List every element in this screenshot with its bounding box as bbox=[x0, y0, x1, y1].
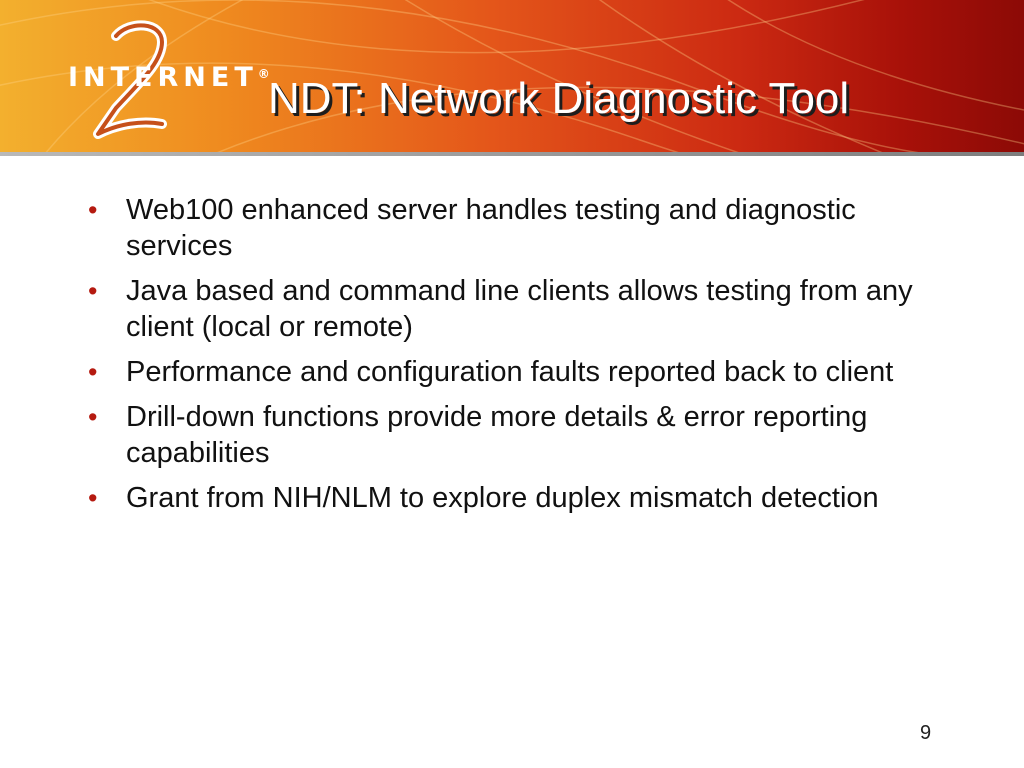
bullet-text: Performance and configuration faults rep… bbox=[126, 356, 894, 388]
bullet-list: • Web100 enhanced server handles testing… bbox=[84, 192, 944, 525]
bullet-item: • Grant from NIH/NLM to explore duplex m… bbox=[84, 480, 944, 516]
bullet-text: Drill-down functions provide more detail… bbox=[126, 401, 868, 469]
bullet-icon: • bbox=[88, 276, 98, 306]
slide-header-banner: INTERNET® NDT: Network Diagnostic Tool bbox=[0, 0, 1024, 152]
slide-title: NDT: Network Diagnostic Tool bbox=[268, 74, 850, 123]
bullet-icon: • bbox=[88, 357, 98, 387]
bullet-icon: • bbox=[88, 195, 98, 225]
page-number: 9 bbox=[920, 722, 932, 744]
bullet-item: • Java based and command line clients al… bbox=[84, 273, 944, 345]
bullet-text: Grant from NIH/NLM to explore duplex mis… bbox=[126, 482, 879, 514]
bullet-text: Java based and command line clients allo… bbox=[126, 275, 913, 343]
logo-registered-mark: ® bbox=[257, 67, 270, 81]
internet2-logo: INTERNET® bbox=[58, 20, 270, 148]
header-arc-pattern bbox=[0, 0, 1024, 152]
bullet-text: Web100 enhanced server handles testing a… bbox=[126, 194, 856, 262]
logo-text: INTERNET bbox=[68, 62, 258, 93]
bullet-item: • Web100 enhanced server handles testing… bbox=[84, 192, 944, 264]
bullet-item: • Performance and configuration faults r… bbox=[84, 354, 944, 390]
logo-wordmark: INTERNET® bbox=[68, 62, 270, 93]
header-divider bbox=[0, 152, 1024, 156]
internet2-numeral-icon bbox=[93, 20, 167, 139]
bullet-item: • Drill-down functions provide more deta… bbox=[84, 399, 944, 471]
bullet-icon: • bbox=[88, 483, 98, 513]
bullet-icon: • bbox=[88, 402, 98, 432]
